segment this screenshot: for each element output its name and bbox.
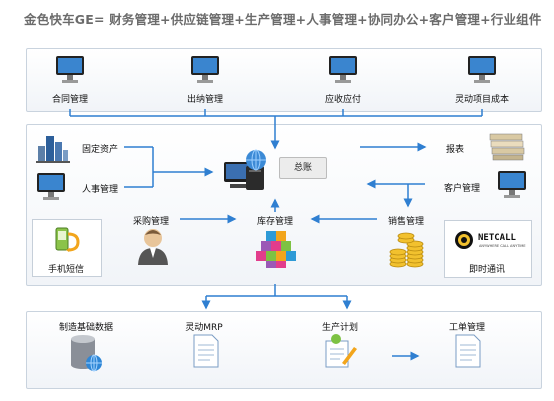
bottom-item-label: 灵动MRP — [185, 323, 223, 333]
top-item-label: 应收应付 — [324, 95, 362, 105]
person-icon — [136, 226, 170, 270]
im-label: 即时通讯 — [468, 265, 506, 275]
customer-label: 客户管理 — [444, 184, 481, 194]
monitor-icon — [55, 55, 85, 89]
document-icon — [192, 333, 220, 373]
database-globe-icon — [68, 333, 104, 377]
bottom-item-label: 工单管理 — [448, 323, 486, 333]
netcall-logo-icon — [454, 230, 474, 254]
folders-icon — [488, 130, 526, 166]
bottom-item-label: 制造基础数据 — [58, 323, 114, 333]
reports-label: 报表 — [446, 145, 465, 155]
netcall-brand: NETCALL — [478, 233, 516, 243]
document-icon — [454, 333, 482, 373]
inventory-label: 库存管理 — [256, 217, 294, 227]
bottom-item-label: 生产计划 — [321, 323, 359, 333]
cubes-icon — [254, 229, 298, 273]
phone-sms-icon — [50, 226, 82, 258]
page-title: 金色快车GE= 财务管理+供应链管理+生产管理+人事管理+协同办公+客户管理+行… — [24, 12, 542, 27]
netcall-tagline: ANYWHERE CALL ANYTIME — [479, 244, 526, 248]
sales-label: 销售管理 — [388, 217, 425, 227]
top-item-label: 出纳管理 — [186, 95, 224, 105]
plan-edit-icon — [322, 333, 358, 373]
hr-label: 人事管理 — [82, 185, 119, 195]
monitor-icon — [190, 55, 220, 89]
monitor-icon — [467, 55, 497, 89]
computer-globe-icon — [222, 148, 268, 196]
ledger-box: 总账 — [279, 157, 327, 179]
sms-label: 手机短信 — [47, 265, 85, 275]
top-panel — [26, 48, 542, 112]
monitor-icon — [328, 55, 358, 89]
monitor-icon — [36, 172, 66, 206]
top-item-label: 灵动项目成本 — [454, 95, 510, 105]
top-item-label: 合同管理 — [51, 95, 89, 105]
monitor-icon — [497, 170, 527, 204]
im-box — [444, 220, 532, 278]
purchase-label: 采购管理 — [133, 217, 170, 227]
fixed-assets-label: 固定资产 — [82, 145, 119, 155]
buildings-icon — [36, 130, 70, 168]
coins-icon — [388, 228, 428, 274]
